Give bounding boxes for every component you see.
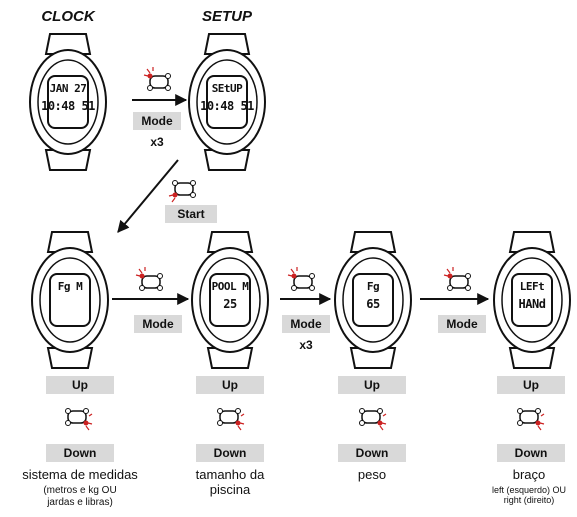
caption-arm-detail-2: right (direito) [503,495,555,505]
watch-pool-line1: POOL M [211,280,249,293]
down-press-icon [357,405,387,431]
watch-outline [29,33,107,171]
down-press-icon [63,405,93,431]
down-button-label-2: Down [196,444,264,462]
mode-button-label-2: Mode [282,315,330,333]
caption-units-detail-2: jardas e libras) [47,497,113,508]
watch-weight-line1: Fg [366,280,380,293]
up-button-label-2: Up [196,376,264,394]
watch-outline [493,231,571,369]
mode-press-icon [135,266,165,292]
caption-units-title: sistema de medidas [22,467,138,482]
watch-weight: Fg 65 [333,230,413,370]
watch-units: Fg M [30,230,110,370]
mode-press-icon [143,66,173,92]
down-button-label-1: Down [46,444,114,462]
caption-pool-title-1: tamanho da [195,467,265,482]
mode-button-label-top: Mode [133,112,181,130]
caption-weight-title: peso [357,467,387,482]
start-press-icon [168,177,198,203]
watch-arm-line1: LEFt [519,280,545,293]
repeat-x3-top: x3 [150,135,164,149]
watch-outline [334,231,412,369]
down-press-icon [215,405,245,431]
up-button-label-1: Up [46,376,114,394]
repeat-x3-bottom: x3 [299,338,313,352]
mode-press-icon [287,266,317,292]
watch-outline [188,33,266,171]
down-press-icon [515,405,545,431]
start-button-label: Start [165,205,217,223]
mode-press-icon [443,266,473,292]
mode-button-label-3: Mode [438,315,486,333]
watch-clock: JAN 27 10:48 51 [28,32,108,172]
caption-arm-detail-1: left (esquerdo) OU [491,485,567,495]
watch-arm: LEFt HANd [492,230,572,370]
caption-pool-title-2: piscina [209,482,251,497]
watch-setup-line2: 10:48 51 [200,99,254,113]
heading-setup: SETUP [201,8,252,25]
watch-clock-line2: 10:48 51 [41,99,95,113]
up-button-label-4: Up [497,376,565,394]
watch-outline [191,231,269,369]
up-button-label-3: Up [338,376,406,394]
watch-units-line1: Fg M [57,280,83,293]
watch-setup: SEtUP 10:48 51 [187,32,267,172]
watch-pool-line2: 25 [223,297,237,311]
watch-arm-line2: HANd [518,297,546,311]
down-button-label-3: Down [338,444,406,462]
heading-clock: CLOCK [41,8,95,25]
watch-pool: POOL M 25 [190,230,270,370]
caption-arm-title: braço [512,467,546,482]
down-button-label-4: Down [497,444,565,462]
arrow-setup-to-units [117,159,179,233]
caption-units-detail-1: (metros e kg OU [43,485,117,496]
watch-clock-line1: JAN 27 [49,82,87,95]
watch-setup-line1: SEtUP [211,82,243,95]
watch-weight-line2: 65 [366,297,380,311]
mode-button-label-1: Mode [134,315,182,333]
watch-outline [31,231,109,369]
